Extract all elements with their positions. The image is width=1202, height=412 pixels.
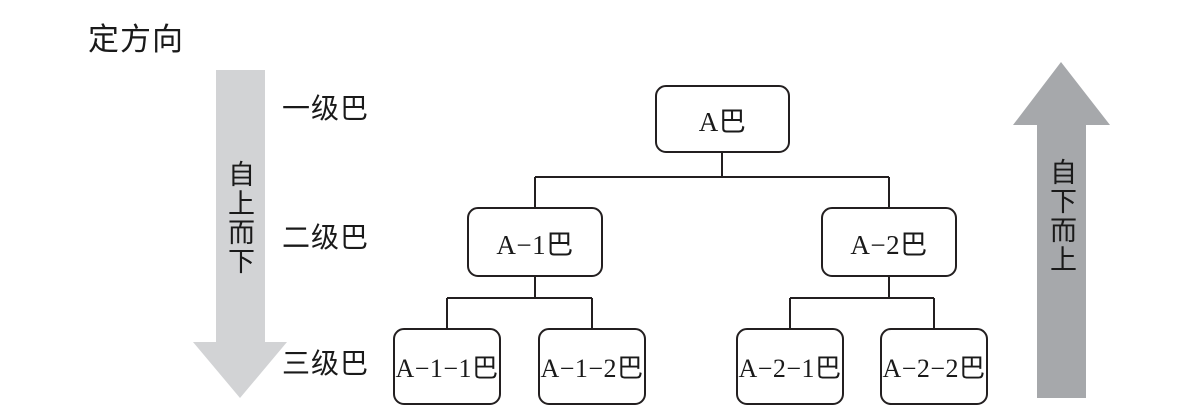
level-label-1: 一级巴: [282, 94, 370, 125]
top-down-arrow-label: 自上而下: [224, 160, 254, 276]
tree-node-root[interactable]: A巴: [655, 85, 790, 153]
level-label-3: 三级巴: [282, 349, 370, 380]
level-label-2: 二级巴: [282, 223, 370, 254]
page-title: 定方向: [88, 22, 184, 57]
tree-node-a-1-1[interactable]: A−1−1巴: [393, 328, 501, 405]
tree-node-a-2-2[interactable]: A−2−2巴: [880, 328, 988, 405]
tree-node-a-2[interactable]: A−2巴: [821, 207, 957, 277]
tree-node-a-1[interactable]: A−1巴: [467, 207, 603, 277]
tree-node-a-2-1[interactable]: A−2−1巴: [736, 328, 844, 405]
bottom-up-arrow-label: 自下而上: [1046, 158, 1076, 274]
tree-node-a-1-2[interactable]: A−1−2巴: [538, 328, 646, 405]
